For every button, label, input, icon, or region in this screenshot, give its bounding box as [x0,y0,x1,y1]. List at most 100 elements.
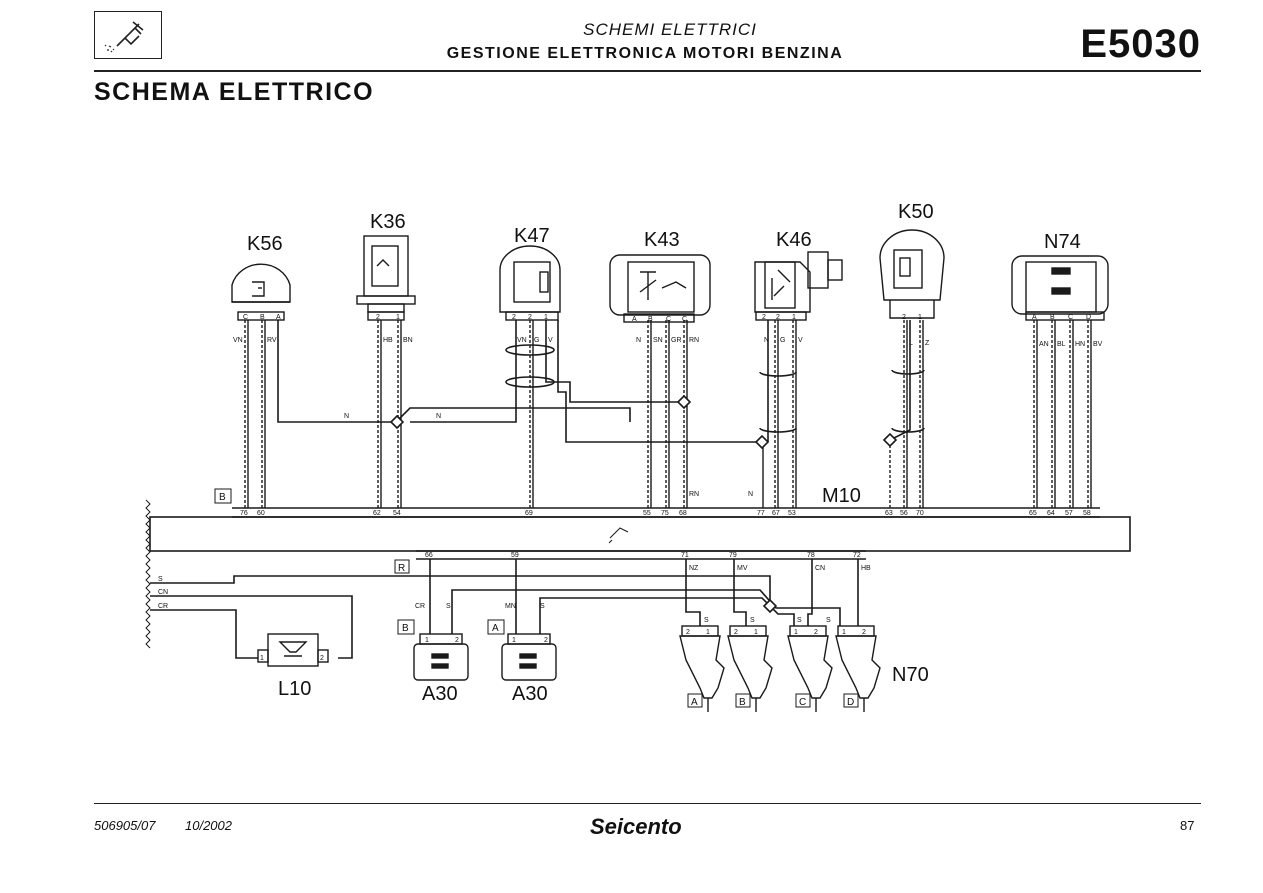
k47-sensor [499,245,561,321]
pin-k56-b: B [260,314,265,321]
footer-model: Seicento [590,814,682,839]
wire-k43-rn-lower: RN [689,491,699,498]
m10-pin: 64 [1047,510,1055,517]
fuel-injector-icon [104,21,144,53]
pin-k56-a: A [276,314,281,321]
pin-k50-2: 2 [902,314,906,321]
k36-sensor [356,235,416,321]
l10-component [257,633,329,667]
wire-inj-a-s: S [704,617,709,624]
injector-c [787,625,833,712]
k50-sensor [879,229,945,319]
tag-inj-d: D [847,697,854,708]
pin-n74-b: B [1050,314,1055,321]
m10-pin: 53 [788,510,796,517]
wire-inj-mv: MV [737,565,748,572]
m10-pin: 56 [900,510,908,517]
wire-n74-bl: BL [1057,341,1066,348]
pin-inj-a-1: 1 [706,629,710,636]
pin-k43-c2: C [682,316,687,323]
header-rule [94,70,1201,72]
pin-k36-1: 1 [396,314,400,321]
pin-k43-b: B [648,316,653,323]
pin-k47-1: 1 [544,314,548,321]
sensor-wires [244,320,1089,508]
label-k46: K46 [776,229,812,251]
label-n74: N74 [1044,231,1081,253]
wire-left-s: S [158,576,163,583]
pin-k46-1: 1 [792,314,796,321]
k43-sensor [609,254,711,323]
header-logo-box [94,11,162,59]
pin-inj-b-1: 1 [754,629,758,636]
label-l10: L10 [278,678,311,700]
pin-inj-c-2: 2 [814,629,818,636]
label-k36: K36 [370,211,406,233]
wire-k47-vn: VN [517,337,527,344]
wire-inj-c-s: S [797,617,802,624]
pin-k46-2b: 2 [776,314,780,321]
tag-b-a30: B [402,623,409,634]
wire-left-cn: CN [158,589,168,596]
label-k47: K47 [514,225,550,247]
document-code: E5030 [1080,22,1201,66]
label-k56: K56 [247,233,283,255]
wire-k36-bn: BN [403,337,413,344]
pin-n74-d: D [1086,314,1091,321]
m10-pin: 65 [1029,510,1037,517]
wire-k43-gr: GR [671,337,682,344]
wire-k56-vn: VN [233,337,243,344]
tag-inj-a: A [691,697,698,708]
a30-right [501,633,557,681]
m10-pin-lower: 79 [729,552,737,559]
k56-sensor [231,263,291,321]
m10-pin: 62 [373,510,381,517]
m10-pin: 75 [661,510,669,517]
pin-inj-d-1: 1 [842,629,846,636]
wire-k46-v: V [798,337,803,344]
m10-pin: 60 [257,510,265,517]
wire-a30a-s: S [446,603,451,610]
header-title: GESTIONE ELETTRONICA MOTORI BENZINA [446,45,844,62]
m10-pin-lower: 66 [425,552,433,559]
pin-k43-c1: C [666,316,671,323]
m10-pin: 67 [772,510,780,517]
wire-inj-hb: HB [861,565,871,572]
bus-wires [277,320,925,450]
pin-k36-2: 2 [376,314,380,321]
label-n70: N70 [892,664,929,686]
pin-n74-a: A [1032,314,1037,321]
injector-b [727,625,773,712]
pin-n74-c: C [1068,314,1073,321]
footer-date: 10/2002 [185,818,232,833]
pin-a30a-1: 1 [425,637,429,644]
wire-k36-hb: HB [383,337,393,344]
footer-rule [94,803,1201,804]
injector-d [835,625,881,712]
tag-a-a30: A [492,623,499,634]
m10-pin: 58 [1083,510,1091,517]
pin-k46-2a: 2 [762,314,766,321]
pin-k47-2b: 2 [528,314,532,321]
m10-pin-lower: 78 [807,552,815,559]
m10-pin: 70 [916,510,924,517]
m10-pin: 68 [679,510,687,517]
wire-k47-v: V [548,337,553,344]
pin-a30b-1: 1 [512,637,516,644]
wire-n74-an: AN [1039,341,1049,348]
wire-k50-z: Z [925,340,930,347]
footer-page-number: 87 [1180,818,1195,833]
section-title: SCHEMA ELETTRICO [94,78,375,106]
m10-ecu [145,499,1131,649]
m10-pin: 63 [885,510,893,517]
tag-b-left: B [219,492,226,503]
pin-inj-d-2: 2 [862,629,866,636]
label-a30-left: A30 [422,683,458,705]
wire-inj-cn: CN [815,565,825,572]
pin-l10-2: 2 [320,655,324,662]
wire-k50-l: L [909,340,913,347]
wire-inj-b-s: S [750,617,755,624]
n74-sensor [1011,255,1109,321]
pin-inj-a-2: 2 [686,629,690,636]
